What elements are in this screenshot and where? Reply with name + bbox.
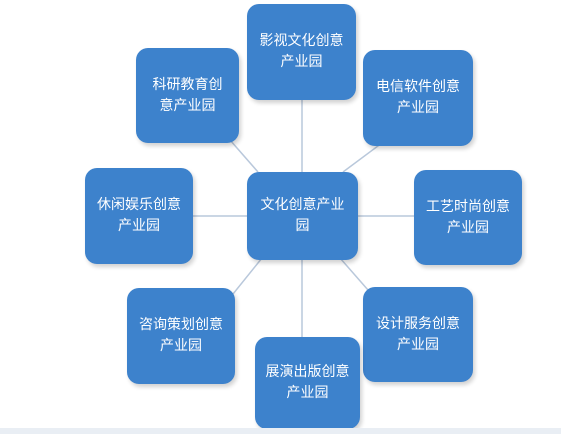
node-left: 休闲娱乐创意产业园 <box>85 168 193 264</box>
node-top-label: 影视文化创意产业园 <box>259 33 344 70</box>
node-bottom-right-label: 设计服务创意产业园 <box>376 315 460 353</box>
node-top-right-label: 电信软件创意产业园 <box>376 79 460 116</box>
node-top-left-label: 科研教育创意产业园 <box>152 76 223 114</box>
node-top-right: 电信软件创意产业园 <box>363 50 473 146</box>
node-right: 工艺时尚创意产业园 <box>414 170 522 265</box>
node-bottom-label: 展演出版创意产业园 <box>265 364 350 401</box>
connector-top-left <box>229 139 259 173</box>
node-right-label: 工艺时尚创意产业园 <box>426 198 510 236</box>
connector-bottom-left <box>232 257 263 295</box>
connector-top-right <box>342 142 383 173</box>
node-left-label: 休闲娱乐创意产业园 <box>97 197 181 234</box>
center-node: 文化创意产业园 <box>247 172 358 260</box>
center-node-label: 文化创意产业园 <box>260 197 345 234</box>
node-bottom: 展演出版创意产业园 <box>255 337 360 429</box>
node-top-left: 科研教育创意产业园 <box>136 48 239 143</box>
node-bottom-right: 设计服务创意产业园 <box>363 287 473 382</box>
node-bottom-left-label: 咨询策划创意产业园 <box>139 317 223 354</box>
connector-bottom-right <box>339 257 369 291</box>
node-bottom-left: 咨询策划创意产业园 <box>127 288 235 384</box>
bottom-divider <box>0 428 561 434</box>
node-top: 影视文化创意产业园 <box>247 4 356 100</box>
